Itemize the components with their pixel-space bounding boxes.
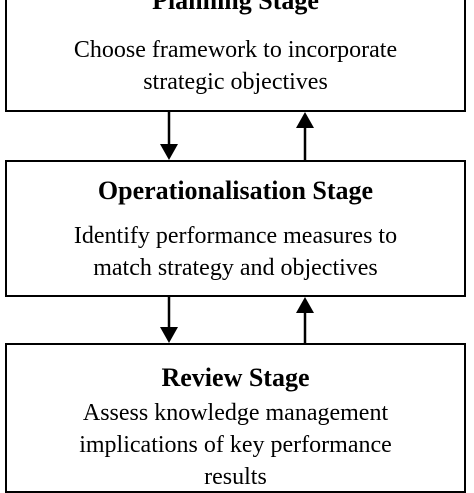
arrow-down-icon — [160, 112, 178, 160]
operationalisation-stage-title: Operationalisation Stage — [97, 176, 374, 205]
planning-stage-description: Choose framework to incorporate strategi… — [7, 34, 464, 98]
planning-stage-description-line: Choose framework to incorporate — [73, 37, 398, 63]
planning-stage-title: Planning Stage — [152, 0, 319, 15]
planning-stage-description-line: strategic objectives — [143, 69, 328, 95]
arrow-up-icon — [296, 112, 314, 160]
review-stage-description-line: implications of key performance — [79, 432, 392, 458]
planning-stage-box: Planning Stage Choose framework to incor… — [5, 0, 466, 112]
operationalisation-stage-description-line: Identify performance measures to — [73, 223, 398, 249]
operationalisation-stage-description: Identify performance measures to match s… — [7, 220, 464, 284]
connector-arrows — [160, 112, 314, 343]
review-stage-title: Review Stage — [161, 363, 310, 392]
operationalisation-stage-box: Operationalisation Stage Identify perfor… — [5, 160, 466, 297]
arrow-up-icon — [296, 297, 314, 343]
review-stage-description-line: Assess knowledge management — [82, 400, 389, 426]
arrow-down-icon — [160, 297, 178, 343]
operationalisation-stage-description-line: match strategy and objectives — [93, 255, 378, 281]
